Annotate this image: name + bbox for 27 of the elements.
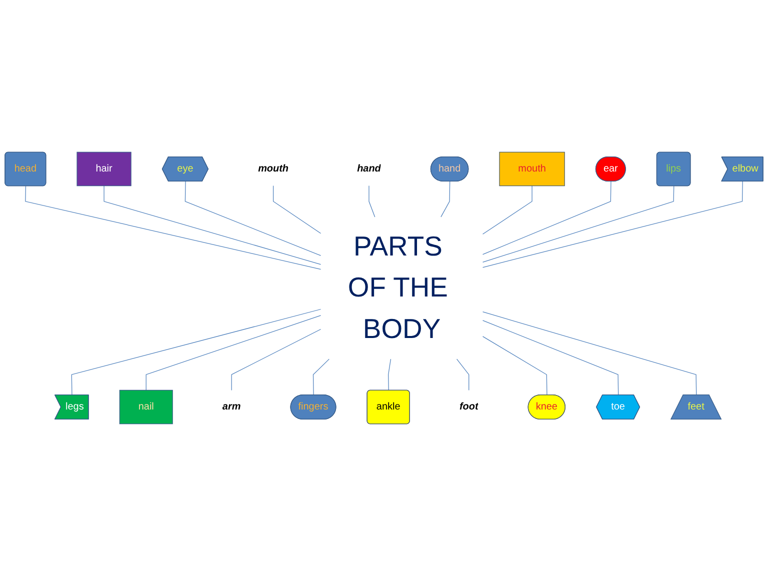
connector (456, 358, 470, 390)
connector (272, 186, 322, 234)
node-text: foot (459, 401, 478, 412)
connector (482, 181, 743, 268)
connector (482, 181, 612, 255)
node-text: arm (222, 401, 241, 412)
connector (368, 186, 376, 218)
node-box: nail (119, 390, 173, 424)
node-box: mouth (499, 152, 565, 186)
node-text: mouth (258, 163, 289, 174)
node-box: hair (76, 152, 132, 186)
connector (71, 308, 322, 396)
connector (482, 336, 548, 396)
connector (184, 181, 322, 256)
connector (482, 320, 619, 396)
connector (231, 328, 322, 390)
connector (440, 181, 450, 218)
connector (388, 358, 392, 391)
connector (312, 358, 330, 396)
connector (482, 186, 674, 262)
connector (104, 186, 322, 265)
node-text: hand (357, 163, 381, 174)
node-text: PARTS OF THE BODY (348, 231, 448, 344)
connector (146, 315, 322, 390)
connector (482, 186, 532, 234)
connector (482, 312, 697, 396)
connector (25, 186, 322, 270)
